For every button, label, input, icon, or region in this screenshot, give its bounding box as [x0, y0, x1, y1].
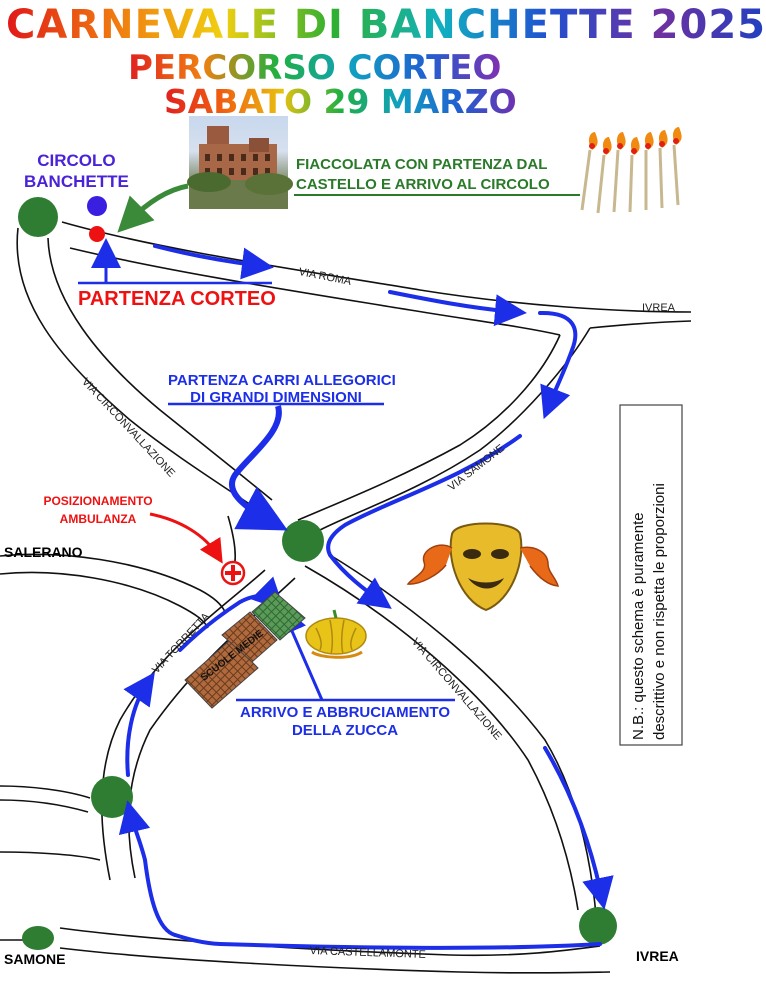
- road-outlines: [0, 221, 692, 974]
- town-ivrea-top: IVREA: [642, 302, 676, 314]
- title-line3: SABATO 29 MARZO: [164, 82, 517, 121]
- ambulanza-line1: POSIZIONAMENTO: [43, 494, 153, 508]
- torch-route-arrow: [117, 183, 189, 233]
- title-line2: PERCORSO CORTEO: [128, 48, 502, 88]
- start-marker: [89, 226, 105, 242]
- carri-line2: DI GRANDI DIMENSIONI: [190, 389, 362, 406]
- carnival-mask-icon: [406, 522, 559, 612]
- roundabout-circolo: [18, 197, 58, 237]
- school-buildings: [184, 591, 306, 709]
- map-drawing: [0, 127, 692, 974]
- roundabout-left: [91, 776, 133, 818]
- pumpkin-icon: [305, 609, 367, 659]
- ambulance-arrow: [149, 512, 223, 564]
- ambulanza-line2: AMBULANZA: [59, 512, 137, 526]
- roundabout-samone: [22, 926, 54, 950]
- fiaccolata-line1: FIACCOLATA CON PARTENZA DAL: [296, 156, 548, 173]
- title-line1: CARNEVALE DI BANCHETTE 2025: [6, 2, 766, 48]
- carri-pointer-arrow: [228, 405, 288, 531]
- partenza-corteo-label: PARTENZA CORTEO: [78, 288, 276, 310]
- carri-line1: PARTENZA CARRI ALLEGORICI: [168, 372, 396, 389]
- red-cross-icon: [220, 560, 246, 586]
- circolo-label: CIRCOLO BANCHETTE: [24, 151, 129, 191]
- note-line2: descrittivo e non rispetta le proporzion…: [651, 483, 668, 740]
- arrivo-line2: DELLA ZUCCA: [291, 722, 399, 739]
- parade-route: [118, 244, 614, 950]
- castle-photo: [187, 116, 293, 209]
- roundabout-center: [282, 520, 324, 562]
- note-line1: N.B.: questo schema è puramente: [630, 512, 647, 740]
- arrivo-line1: ARRIVO E ABBRUCIAMENTO: [239, 704, 450, 721]
- disclaimer-note: N.B.: questo schema è puramente descritt…: [628, 408, 670, 740]
- town-samone: SAMONE: [4, 951, 66, 967]
- town-ivrea-bottom: IVREA: [636, 948, 679, 964]
- note-box: [619, 404, 683, 746]
- fiaccolata-line2: CASTELLO E ARRIVO AL CIRCOLO: [296, 176, 550, 193]
- town-salerano: SALERANO: [4, 544, 83, 560]
- circolo-marker: [87, 196, 107, 216]
- torches-icon: [580, 127, 682, 214]
- roundabout-ivrea: [579, 907, 617, 945]
